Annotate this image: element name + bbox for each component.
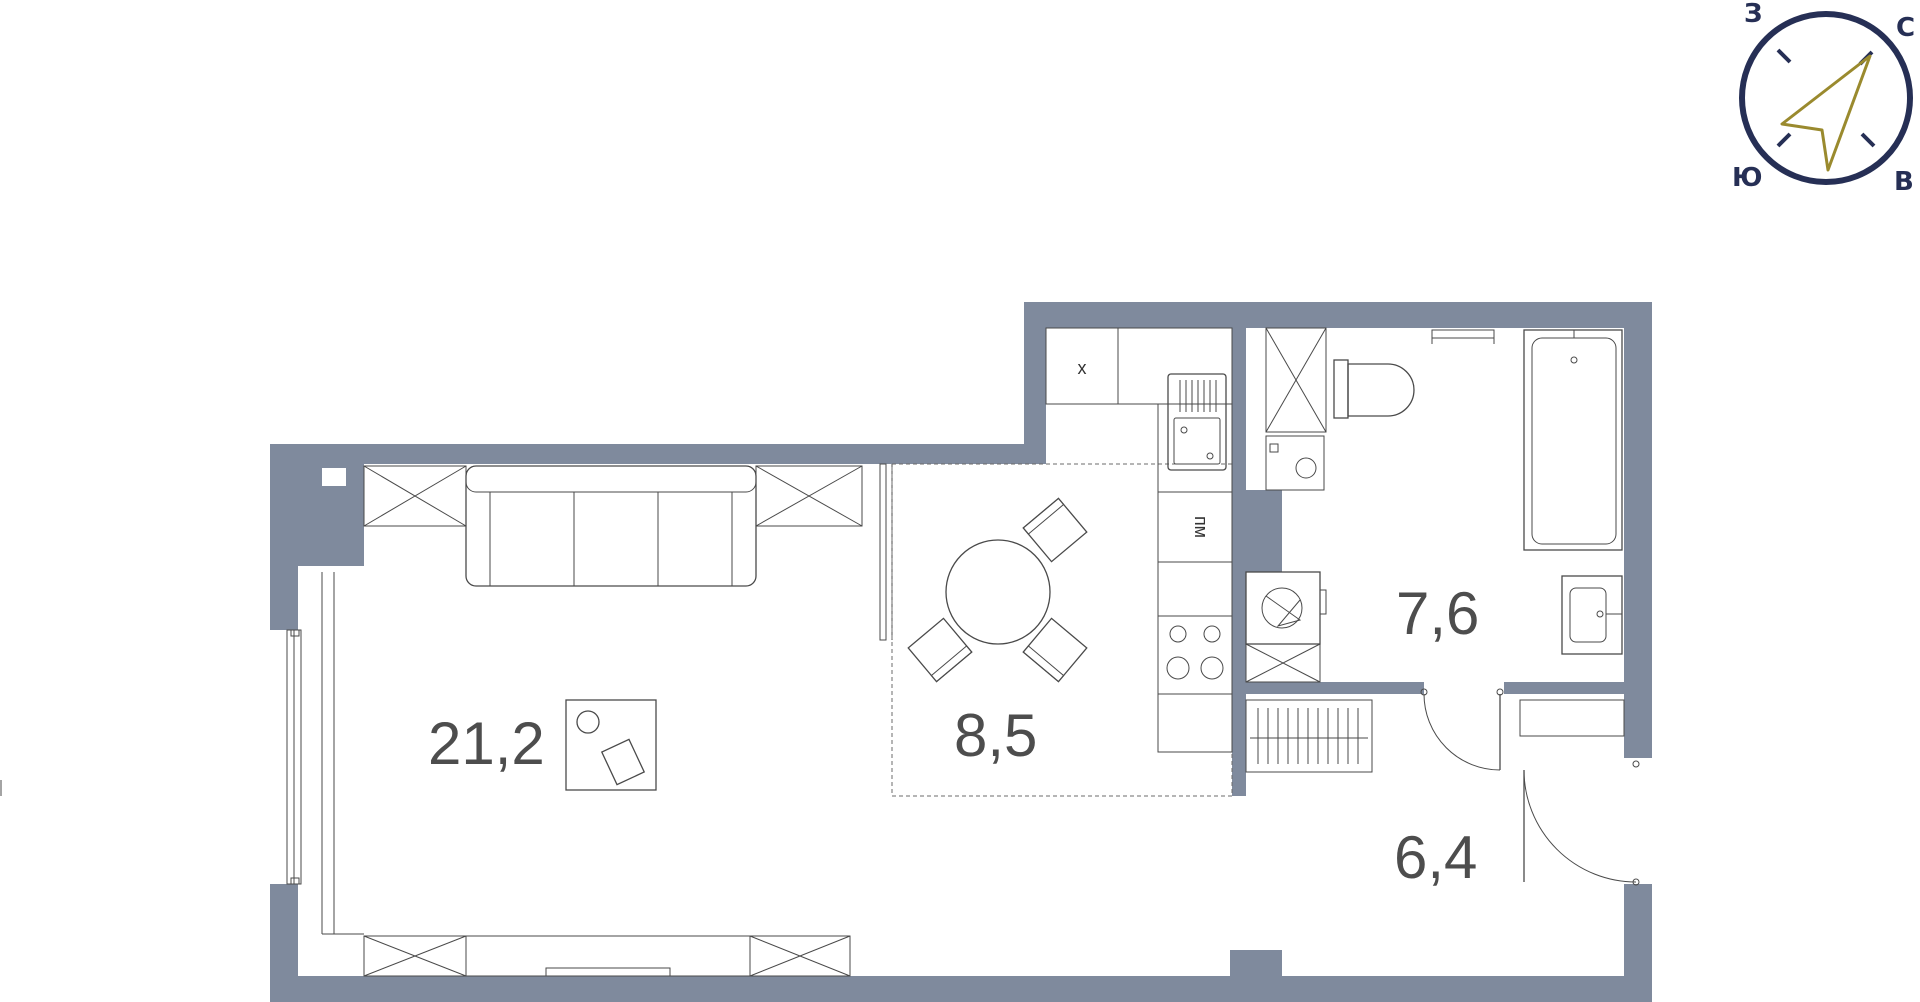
area-living: 21,2: [428, 710, 545, 777]
compass-south: Ю: [1732, 163, 1763, 193]
coffee-table-book: [600, 738, 646, 786]
kitchen-zone: [891, 463, 1233, 797]
shaft-box: [1265, 327, 1327, 433]
coffee-table: [565, 699, 657, 791]
sink: [1167, 373, 1227, 471]
compass: З С Ю В: [1732, 0, 1915, 197]
sink-drainboard: [1179, 380, 1217, 412]
hall-wardrobe: [1245, 699, 1373, 773]
counter-top: [1117, 327, 1233, 405]
coffee-table-lamp: [576, 710, 600, 734]
area-kitchen: 8,5: [954, 702, 1037, 769]
wall-stub-1: [1624, 700, 1636, 758]
dishwasher-label: пм: [1191, 516, 1211, 538]
living-furniture: [363, 463, 893, 977]
chair-left: [907, 617, 973, 683]
bathroom-sink: [1561, 575, 1623, 655]
wall-top-living: [270, 444, 1046, 464]
wall-top: [1024, 302, 1652, 328]
bathroom-door: [1423, 693, 1501, 771]
tv: [545, 967, 671, 977]
tv-unit: [465, 935, 751, 977]
wall-bath-bottom-left: [1246, 682, 1424, 694]
toilet: [1333, 359, 1415, 419]
wall-bottom-pillar: [1230, 950, 1282, 980]
wall-right-upper: [1624, 302, 1652, 758]
wall-bottom: [270, 976, 1652, 1002]
area-hallway: 6,4: [1394, 824, 1477, 891]
area-bathroom: 7,6: [1396, 580, 1479, 647]
counter-side: [1157, 403, 1233, 753]
compass-arrow-icon: [1780, 54, 1872, 172]
wall-left-upper: [270, 444, 298, 630]
sofa: [465, 465, 757, 587]
chair-right: [1022, 617, 1088, 683]
hall-cabinet: [1519, 699, 1625, 737]
meter-box: [1265, 435, 1325, 491]
wall-partition-notch: [1246, 490, 1282, 572]
cabinet-top-right: [755, 465, 863, 527]
compass-east: В: [1894, 167, 1914, 197]
wall-bath-bottom-right: [1504, 682, 1624, 694]
window-left: [286, 572, 364, 935]
cabinet-bottom-right: [749, 935, 851, 977]
bathtub: [1523, 329, 1623, 551]
hallway-furniture: [1245, 699, 1640, 886]
bath-cabinet: [1245, 643, 1321, 683]
entrance-door: [1523, 769, 1637, 883]
compass-west: З: [1744, 0, 1762, 29]
compass-ring: [1739, 11, 1913, 185]
kitchen-furniture: х пм: [891, 327, 1233, 797]
dining-table: [945, 539, 1051, 645]
stove: [1157, 615, 1233, 695]
chair-top: [1022, 497, 1088, 563]
fridge-label: х: [1078, 358, 1087, 378]
hall-wardrobe-hangers: [1250, 708, 1368, 764]
towel-rail: [1431, 329, 1495, 339]
bathroom-furniture: [1245, 327, 1623, 771]
washing-machine: [1245, 571, 1327, 645]
wall-kitchen-left: [1024, 302, 1046, 464]
sliding-partition: [879, 463, 887, 641]
wall-partition-vertical: [1232, 328, 1246, 796]
column-marker: [322, 468, 346, 486]
compass-north: С: [1896, 13, 1915, 43]
walls: [270, 302, 1652, 1002]
